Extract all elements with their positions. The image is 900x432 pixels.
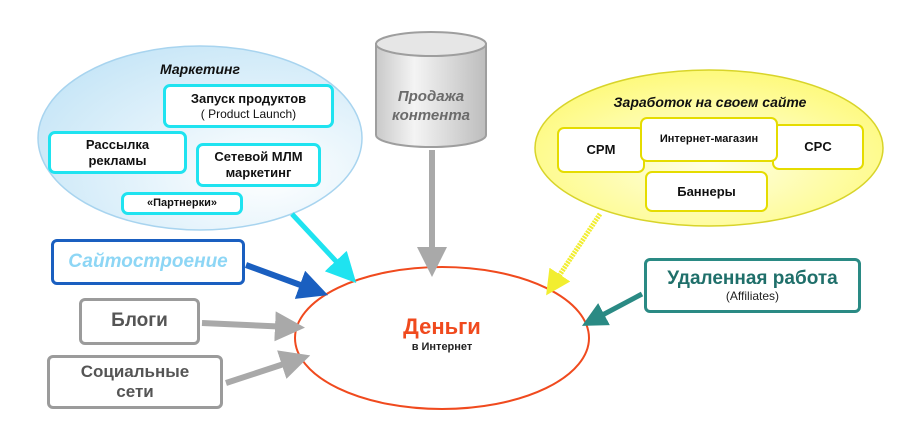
marketing-title: Маркетинг [160, 61, 240, 77]
site-earning-title: Заработок на своем сайте [613, 94, 807, 110]
blogs-box: Блоги [79, 298, 200, 345]
web-building-box: Сайтостроение [51, 239, 245, 285]
blogs-label: Блоги [111, 310, 168, 332]
social-line2: сети [116, 382, 154, 401]
mailing-box: Рассылка рекламы [48, 131, 187, 174]
mlm-line2: маркетинг [225, 165, 292, 180]
cpm-label: CPM [586, 142, 616, 158]
remote-title: Удаленная работа [667, 267, 838, 289]
arrow-blogs [201, 311, 305, 342]
mlm-line1: Сетевой МЛМ [214, 149, 303, 165]
product-launch-line1: Запуск продуктов [190, 91, 307, 106]
banners-label: Баннеры [677, 183, 736, 199]
content-line2: контента [391, 106, 471, 124]
cpc-label: CPC [804, 139, 832, 155]
content-cylinder [375, 31, 487, 148]
product-launch-box: Запуск продуктов ( Product Launch) [163, 84, 334, 128]
social-box: Социальные сети [47, 355, 223, 409]
arrow-site-earning [546, 212, 603, 296]
arrow-web-building [244, 262, 329, 299]
mailing-line2: рекламы [88, 152, 147, 168]
shop-box: Интернет-магазин [640, 117, 778, 162]
arrow-marketing [290, 212, 357, 283]
center-title: Деньги [403, 314, 481, 339]
center-subtitle: в Интернет [411, 341, 473, 354]
mlm-box: Сетевой МЛМ маркетинг [196, 143, 321, 187]
web-building-label: Сайтостроение [68, 250, 228, 272]
content-label: Продажа контента [380, 88, 482, 126]
center-label: Деньги в Интернет [330, 314, 554, 354]
arrow-remote [581, 291, 644, 326]
partners-box: «Партнерки» [121, 192, 243, 215]
partners-label: «Партнерки» [147, 196, 217, 209]
remote-subtitle: (Affiliates) [725, 288, 780, 303]
social-line1: Социальные [80, 362, 190, 382]
content-line1: Продажа [397, 88, 465, 105]
remote-box: Удаленная работа (Affiliates) [644, 258, 861, 313]
banners-box: Баннеры [645, 171, 768, 212]
cpm-box: CPM [557, 127, 645, 173]
product-launch-line2: ( Product Launch) [200, 106, 297, 121]
mailing-line1: Рассылка [85, 136, 150, 152]
shop-label: Интернет-магазин [659, 132, 759, 145]
cpc-box: CPC [772, 124, 864, 170]
arrow-social [225, 350, 311, 386]
